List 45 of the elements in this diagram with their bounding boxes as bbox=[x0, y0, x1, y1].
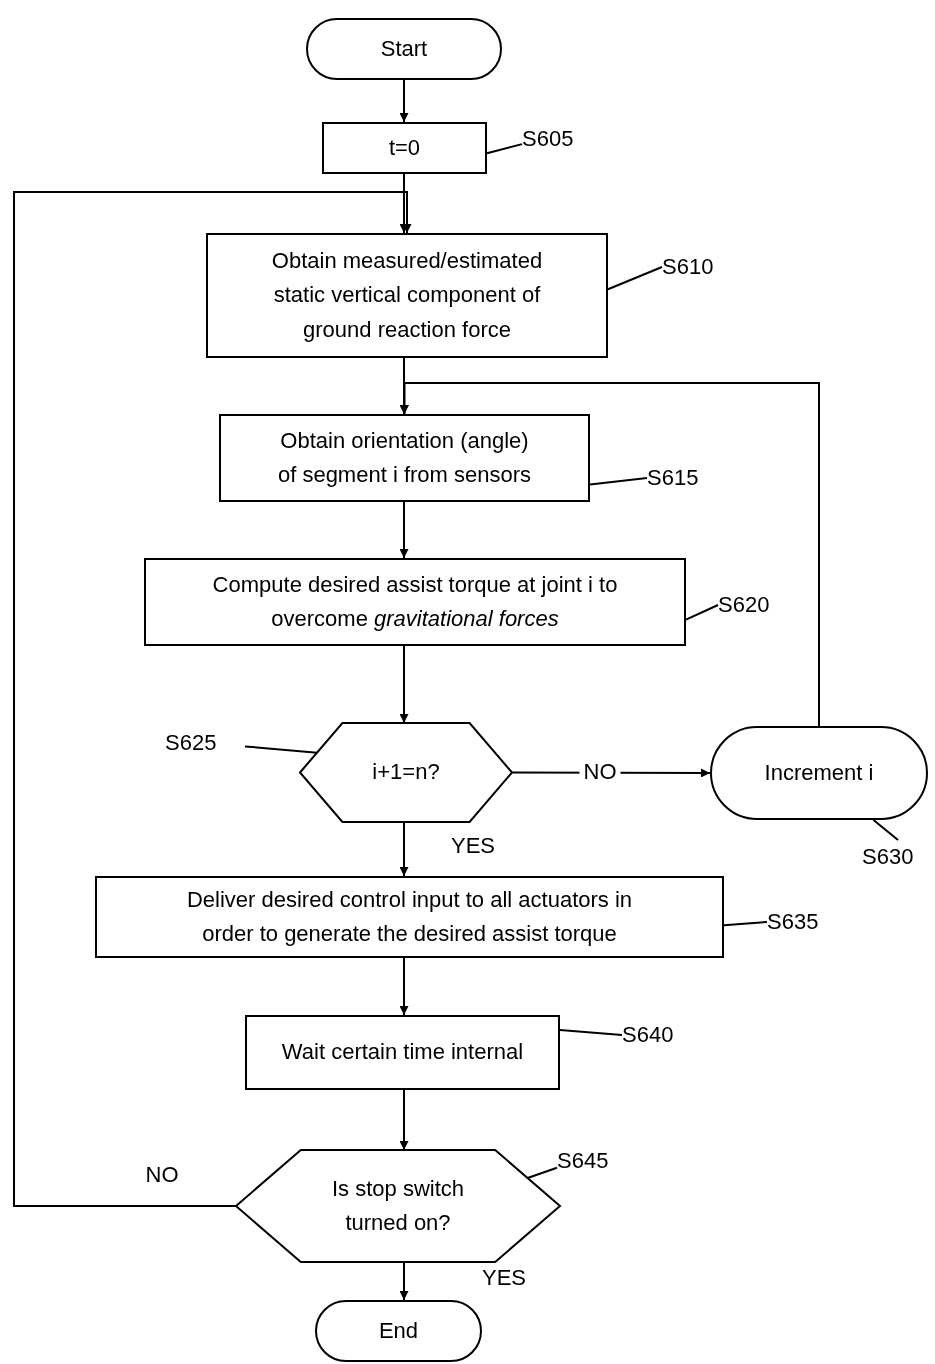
leader-line bbox=[526, 1166, 558, 1179]
arrow bbox=[400, 382, 820, 727]
step-text: Increment i bbox=[764, 758, 874, 787]
leader-line bbox=[486, 143, 523, 155]
arrow bbox=[399, 79, 409, 123]
process-box bbox=[95, 876, 724, 958]
step-label: S635 bbox=[767, 907, 819, 936]
process-box bbox=[219, 414, 590, 502]
step-label: S620 bbox=[718, 590, 770, 619]
step-label: S615 bbox=[647, 463, 699, 492]
step-label: S645 bbox=[557, 1146, 609, 1175]
arrow bbox=[399, 1089, 409, 1151]
step-text: Obtain orientation (angle) of segment i from sensors bbox=[277, 426, 532, 489]
step-label: S610 bbox=[662, 252, 714, 281]
arrow bbox=[399, 821, 409, 877]
process-box bbox=[206, 233, 608, 358]
leader-line bbox=[559, 1029, 623, 1036]
step-text: Wait certain time internal bbox=[281, 1038, 524, 1067]
process-box bbox=[144, 558, 686, 646]
step-label: S630 bbox=[862, 842, 914, 871]
step-label: S625 bbox=[165, 728, 217, 757]
leader-line bbox=[607, 266, 663, 291]
process-box bbox=[245, 1015, 560, 1090]
step-text: Obtain measured/estimated static vertical component of ground reaction force bbox=[270, 247, 544, 344]
step-text: Is stop switch turned on? bbox=[330, 1174, 465, 1237]
leader-line bbox=[685, 604, 719, 621]
arrow bbox=[399, 501, 409, 559]
leader-line bbox=[723, 921, 768, 927]
arrow bbox=[13, 191, 412, 1207]
leader-line bbox=[872, 819, 899, 841]
decision-hexagon bbox=[300, 723, 512, 822]
arrow bbox=[399, 957, 409, 1016]
arrow bbox=[399, 645, 409, 724]
step-label: S605 bbox=[522, 124, 574, 153]
step-text: Deliver desired control input to all actuators in order to generate the desired assist torque bbox=[185, 885, 634, 948]
step-label: S640 bbox=[622, 1020, 674, 1049]
process-box bbox=[322, 122, 487, 174]
decision-hexagon bbox=[236, 1150, 560, 1262]
leader-line bbox=[589, 477, 648, 486]
arrow bbox=[399, 1261, 409, 1301]
step-text: t=0 bbox=[388, 133, 421, 162]
step-text: Start bbox=[380, 34, 428, 63]
step-text: i+1=n? bbox=[372, 758, 440, 787]
step-text: Compute desired assist torque at joint i to overcome gravitational forces bbox=[211, 570, 619, 633]
step-text: End bbox=[378, 1316, 419, 1345]
